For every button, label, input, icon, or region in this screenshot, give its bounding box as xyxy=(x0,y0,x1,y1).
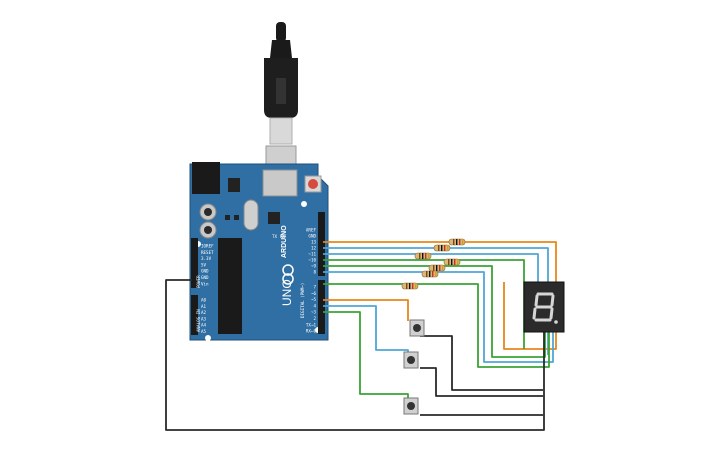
wire-pin3-green xyxy=(323,311,409,403)
resistor[interactable] xyxy=(414,252,432,260)
power-jack xyxy=(192,162,220,194)
digital-pin-label: ~5 xyxy=(311,297,317,302)
resistor[interactable] xyxy=(433,244,451,252)
wire-btn2-black xyxy=(420,367,543,397)
analog-pin-label: A5 xyxy=(201,329,207,334)
analog-pin-label: A2 xyxy=(201,310,207,315)
resistors xyxy=(401,238,466,290)
digital-pin-label: ~11 xyxy=(308,252,316,257)
push-button-3[interactable] xyxy=(403,397,419,415)
digital-pin-label: AREF xyxy=(306,228,317,233)
board-brand: ARDUINO xyxy=(281,225,288,258)
digital-pin-label: 8 xyxy=(313,270,316,275)
power-pin-label: RESET xyxy=(201,250,214,255)
resistor[interactable] xyxy=(428,264,446,272)
rx-led-label: RX xyxy=(280,234,286,239)
digital-pin-label: GND xyxy=(308,234,316,239)
power-pin-label: IOREF xyxy=(201,244,214,249)
digital-pin-label: ~9 xyxy=(311,264,317,269)
analog-pin-label: A1 xyxy=(201,304,207,309)
push-button-2[interactable] xyxy=(403,351,419,369)
board-model: UNO xyxy=(280,279,294,306)
analog-pin-label: A0 xyxy=(201,298,207,303)
digital-pin-label: 13 xyxy=(311,240,317,245)
wire-pin11-blue xyxy=(323,253,539,282)
wire-btn1-black xyxy=(420,335,543,391)
digital-pin-label: RX←0 xyxy=(306,329,317,334)
resistor[interactable] xyxy=(401,282,419,290)
wire-pin6-orange xyxy=(323,299,409,321)
digital-pin-label: 4 xyxy=(313,303,316,308)
power-section-label: POWER xyxy=(196,275,201,288)
digital-pin-label: 12 xyxy=(311,246,317,251)
analog-section-label: ANALOG IN xyxy=(196,309,201,332)
power-pin-label: 5V xyxy=(201,262,207,267)
resistor[interactable] xyxy=(421,270,439,278)
digital-pin-label: ~3 xyxy=(311,310,317,315)
digital-pin-label: TX→1 xyxy=(306,322,317,327)
usb-port xyxy=(262,169,298,197)
power-pin-label: GND xyxy=(201,275,209,280)
wire-gnd-black xyxy=(165,279,545,431)
arduino-uno-board[interactable]: ARDUINO UNO TX RX IOREFRESET3.3V5VGNDGND… xyxy=(189,162,329,341)
wire-pin13-orange xyxy=(323,241,557,350)
digital-pin-label: ~10 xyxy=(308,258,316,263)
reset-button[interactable] xyxy=(308,179,318,189)
wire-pin5-blue xyxy=(323,305,409,360)
wires xyxy=(165,241,557,431)
resistor[interactable] xyxy=(448,238,466,246)
wire-pin7-green xyxy=(323,283,550,368)
display-segments xyxy=(532,292,555,322)
digital-section-label: DIGITAL (PWM~) xyxy=(300,283,305,318)
power-pin-label: Vin xyxy=(201,281,209,286)
analog-pin-label: A4 xyxy=(201,323,207,328)
digital-pin-label: ~6 xyxy=(311,291,317,296)
seven-segment-display[interactable]: 8. xyxy=(0,0,565,333)
push-button-1[interactable] xyxy=(409,319,425,337)
atmega-chip xyxy=(218,238,242,334)
digital-pin-label: 2 xyxy=(313,316,316,321)
digital-pin-label: 7 xyxy=(313,285,316,290)
power-pin-label: 3.3V xyxy=(201,256,212,261)
resistor[interactable] xyxy=(443,258,461,266)
analog-pin-label: A3 xyxy=(201,316,207,321)
tx-led-label: TX xyxy=(272,234,278,239)
wire-pin12-blue xyxy=(323,247,549,355)
power-pin-label: GND xyxy=(201,269,209,274)
